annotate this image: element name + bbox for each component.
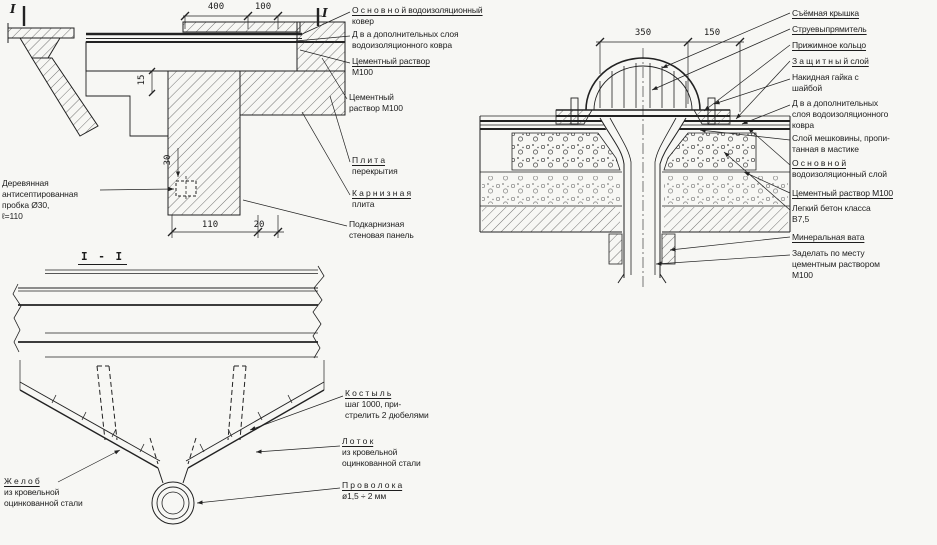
label-line: оцинкованной стали (4, 498, 83, 508)
callout-line: О с н о в н о й (792, 158, 846, 168)
fig2-leader-lines (651, 12, 791, 266)
callout-line: Д в а дополнительных слоя (352, 29, 459, 39)
callout-line: водоизоляционный слой (792, 169, 887, 179)
callout-line: Л о т о к (342, 436, 374, 446)
callout-cornice-slab: К а р н и з н а я плита (352, 188, 411, 210)
callout-line: Цементный раствор М100 (792, 188, 893, 198)
dim-15: 15 (137, 74, 147, 86)
callout-protective-layer: З а щ и т н ы й слой (792, 56, 869, 67)
callout-line: цементным раствором (792, 259, 880, 269)
callout-line: Накидная гайка с (792, 72, 859, 82)
callout-tray: Л о т о к из кровельной оцинкованной ста… (342, 436, 421, 469)
callout-main-waterproof-carpet: О с н о в н о й водоизоляционный ковер (352, 5, 483, 27)
section-mark-left: I (10, 2, 16, 16)
callout-line: Слой мешковины, пропи- (792, 133, 890, 143)
callout-two-extra-layers: Д в а дополнительных слоя водоизоляционн… (352, 29, 459, 51)
fig1-leader-lines (99, 11, 351, 227)
label-line: из кровельной (4, 487, 60, 497)
callout-line: Струевыпрямитель (792, 24, 867, 34)
callout-line: танная в мастике (792, 144, 859, 154)
callout-line: шайбой (792, 83, 823, 93)
callout-line: Цементный (349, 92, 394, 102)
callout-line: Цементный раствор (352, 56, 430, 66)
callout-line: З а щ и т н ы й слой (792, 56, 869, 66)
callout-line: Подкарнизная (349, 219, 405, 229)
dim-100: 100 (254, 2, 272, 12)
callout-line: оцинкованной стали (342, 458, 421, 468)
callout-line: Легкий бетон класса (792, 203, 871, 213)
fig2-funnel-linework (479, 48, 791, 288)
callout-undercornice-panel: Подкарнизная стеновая панель (349, 219, 414, 241)
callout-burlap-layer: Слой мешковины, пропи- танная в мастике (792, 133, 890, 155)
label-line: антисептированная (2, 189, 78, 199)
callout-line: водоизоляционного ковра (352, 40, 452, 50)
callout-line: ø1,5 ÷ 2 мм (342, 491, 387, 501)
callout-union-nut: Накидная гайка с шайбой (792, 72, 859, 94)
callout-line: ковра (792, 120, 815, 130)
callout-line: К а р н и з н а я (352, 188, 411, 198)
label-line: пробка Ø30, (2, 200, 50, 210)
callout-line: ковер (352, 16, 374, 26)
callout-light-concrete: Легкий бетон класса В7,5 (792, 203, 871, 225)
callout-line: Прижимное кольцо (792, 40, 867, 50)
callout-line: стеновая панель (349, 230, 414, 240)
label-line: Ж е л о б (4, 476, 40, 486)
callout-line: М100 (352, 67, 373, 77)
callout-line: плита (352, 199, 375, 209)
callout-line: стрелить 2 дюбелями (345, 410, 429, 420)
callout-line: из кровельной (342, 447, 398, 457)
fig3-section-linework (12, 265, 325, 525)
callout-line: Заделать по месту (792, 248, 865, 258)
dim-30: 30 (163, 154, 173, 166)
callout-line: перекрытия (352, 166, 398, 176)
callout-cement-mortar-1: Цементный раствор М100 (352, 56, 430, 78)
callout-line: П л и т а (352, 155, 385, 165)
callout-line: О с н о в н о й водоизоляционный (352, 5, 483, 15)
callout-seal-with-mortar: Заделать по месту цементным раствором М1… (792, 248, 880, 281)
dim-110: 110 (201, 220, 219, 230)
callout-flow-straightener: Струевыпрямитель (792, 24, 867, 35)
callout-line: П р о в о л о к а (342, 480, 403, 490)
callout-line: Минеральная вата (792, 232, 865, 242)
callout-line: Съёмная крышка (792, 8, 860, 18)
callout-line: раствор М100 (349, 103, 403, 113)
callout-line: шаг 1000, при- (345, 399, 402, 409)
callout-mineral-wool: Минеральная вата (792, 232, 864, 243)
callout-line: слоя водоизоляционного (792, 109, 889, 119)
section-mark-right: I (322, 6, 328, 20)
fig1-dimension-lines (22, 6, 322, 238)
callout-floor-slab: П л и т а перекрытия (352, 155, 398, 177)
callout-wire: П р о в о л о к а ø1,5 ÷ 2 мм (342, 480, 402, 502)
label-line: Деревянная (2, 178, 49, 188)
fig1-cornice-linework (7, 21, 346, 216)
section-title: I - I (78, 250, 128, 265)
callout-clamping-ring: Прижимное кольцо (792, 40, 866, 51)
callout-cement-mortar-funnel: Цементный раствор М100 (792, 188, 893, 199)
label-line: ℓ=110 (2, 211, 23, 221)
label-gutter-steel: Ж е л о б из кровельной оцинкованной ста… (4, 476, 83, 509)
callout-line: К о с т ы л ь (345, 388, 392, 398)
callout-cement-mortar-2: Цементный раствор М100 (349, 92, 403, 114)
callout-line: Д в а дополнительных (792, 98, 879, 108)
callout-two-extra-layers-funnel: Д в а дополнительных слоя водоизоляционн… (792, 98, 888, 131)
dim-350: 350 (634, 28, 652, 38)
callout-line: В7,5 (792, 214, 810, 224)
dim-20: 20 (253, 220, 265, 230)
dim-150: 150 (703, 28, 721, 38)
callout-removable-cover: Съёмная крышка (792, 8, 859, 19)
label-wooden-plug: Деревянная антисептированная пробка Ø30,… (2, 178, 78, 222)
callout-crutch: К о с т ы л ь шаг 1000, при- стрелить 2 … (345, 388, 429, 421)
fig2-dimension-lines (595, 37, 745, 112)
callout-line: М100 (792, 270, 813, 280)
fig3-leader-lines (57, 395, 344, 505)
dim-400: 400 (207, 2, 225, 12)
callout-main-waterproof-layer: О с н о в н о й водоизоляционный слой (792, 158, 887, 180)
